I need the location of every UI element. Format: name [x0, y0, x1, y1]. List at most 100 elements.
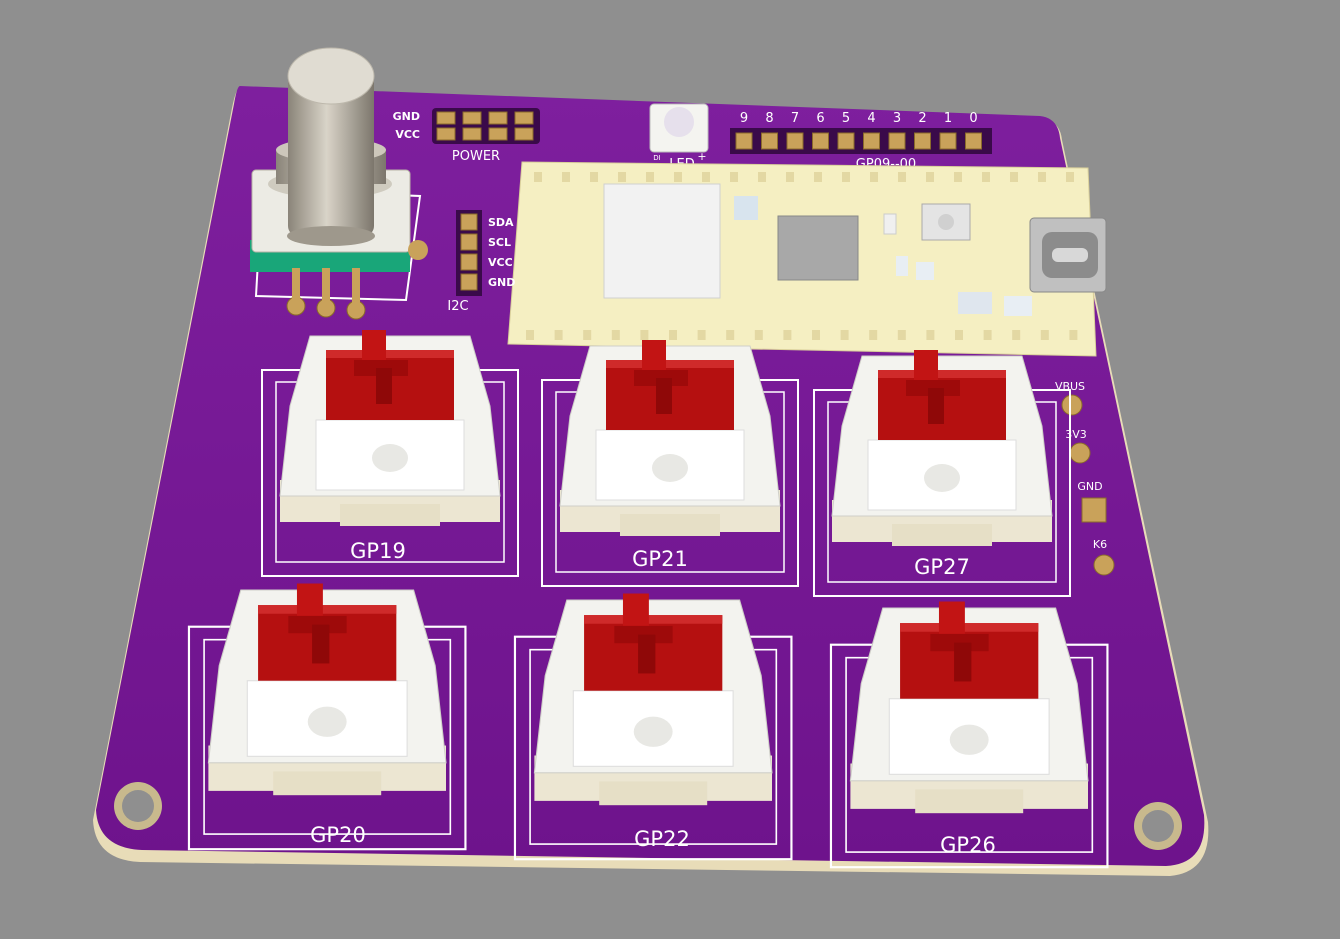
power-header-pin — [488, 127, 508, 141]
mcu-pad — [1066, 172, 1074, 182]
side-pin-label: K6 — [1093, 538, 1107, 551]
i2c-pin-label: SCL — [488, 236, 511, 249]
gpio-pin-number: 4 — [867, 111, 875, 126]
side-pin-pad — [1061, 394, 1083, 416]
gpio-header-pin — [965, 132, 982, 150]
power-header-pin — [462, 127, 482, 141]
i2c-pin-label: VCC — [488, 256, 513, 269]
gpio-header-pin — [786, 132, 804, 150]
gpio-header-pin — [735, 132, 753, 150]
key-switch — [541, 340, 799, 587]
gpio-pin-number: 6 — [816, 111, 824, 126]
key-switch — [187, 583, 467, 851]
mcu-pad — [669, 330, 677, 340]
power-gnd-label: GND — [393, 110, 420, 123]
gpio-header-pin — [914, 132, 931, 150]
power-label: POWER — [452, 149, 500, 164]
mcu-pad — [1038, 172, 1046, 182]
i2c-pin-label: GND — [488, 276, 515, 289]
rotary-encoder — [250, 47, 428, 320]
gpio-header-pin — [812, 132, 829, 150]
gpio-pin-number: 2 — [918, 111, 926, 126]
side-pin-pad — [1081, 497, 1107, 523]
mcu-pad — [702, 172, 710, 182]
mcu-pad — [926, 330, 935, 340]
led-component: LED DI + — [649, 103, 709, 172]
microcontroller-board — [507, 161, 1107, 357]
mcu-pad — [534, 172, 542, 182]
gpio-pin-number: 5 — [842, 111, 850, 126]
mcu-pad — [526, 330, 534, 340]
power-header-pin — [488, 111, 508, 125]
side-pin-pad — [1069, 442, 1091, 464]
mcu-pad — [1069, 330, 1078, 340]
mcu-pad — [812, 330, 820, 340]
i2c-header-pin — [460, 273, 478, 291]
gpio-pin-number: 0 — [969, 111, 977, 126]
power-header-pin — [436, 127, 456, 141]
gpio-header-pin — [939, 132, 957, 150]
i2c-label: I2C — [447, 299, 468, 314]
power-header-pin — [436, 111, 456, 125]
mcu-pad — [982, 172, 990, 182]
mcu-shield-can — [603, 183, 721, 299]
mcu-pad — [1010, 172, 1018, 182]
side-pin-pad — [1093, 554, 1115, 576]
key-label: GP26 — [940, 833, 996, 857]
gpio-pin-number: 1 — [944, 111, 952, 126]
mcu-pad — [786, 172, 794, 182]
mcu-pad — [611, 330, 620, 340]
power-vcc-label: VCC — [395, 128, 420, 141]
led-pin-plus-label: + — [697, 150, 706, 163]
mcu-pad — [590, 172, 598, 182]
key-label: GP22 — [634, 827, 690, 851]
gpio-pin-number: 7 — [791, 111, 799, 126]
gpio-pin-number: 9 — [740, 111, 748, 126]
key-label: GP27 — [914, 555, 970, 579]
power-header-pin — [462, 111, 482, 125]
mcu-pad — [726, 330, 735, 340]
gpio-header-pin — [863, 132, 880, 150]
mcu-pad — [954, 172, 962, 182]
power-header-pin — [514, 127, 534, 141]
i2c-header-pin — [460, 213, 478, 231]
mounting-hole-right — [1134, 802, 1182, 850]
i2c-header-pin — [460, 253, 478, 271]
mcu-pad — [898, 172, 906, 182]
mcu-pad — [955, 330, 963, 340]
gpio-pin-number: 3 — [893, 111, 901, 126]
led-pin-minus-label: DI — [653, 154, 660, 162]
key-switch — [261, 330, 519, 577]
mcu-pad — [697, 330, 706, 340]
key-label: GP20 — [310, 823, 366, 847]
key-switch — [829, 601, 1109, 869]
i2c-header-pin — [460, 233, 478, 251]
usb-port-icon — [1029, 217, 1107, 293]
mcu-pad — [869, 330, 878, 340]
key-switch — [513, 593, 793, 861]
encoder-shaft — [288, 70, 374, 236]
encoder-pins — [286, 268, 366, 320]
mcu-pad — [1040, 330, 1049, 340]
mcu-pad — [646, 172, 654, 182]
mcu-pad — [583, 330, 592, 340]
mcu-pad — [754, 330, 763, 340]
mcu-pad — [842, 172, 850, 182]
power-header-pin — [514, 111, 534, 125]
mcu-pad — [840, 330, 849, 340]
mcu-pad — [814, 172, 822, 182]
gpio-pin-number: 8 — [765, 111, 773, 126]
key-label: GP19 — [350, 539, 406, 563]
mcu-pad — [674, 172, 682, 182]
side-pin-label: 3V3 — [1065, 428, 1087, 441]
mcu-pad — [618, 172, 626, 182]
mcu-pad — [554, 330, 563, 340]
mcu-pad — [562, 172, 570, 182]
mcu-pad — [730, 172, 738, 182]
side-pin-label: GND — [1077, 480, 1102, 493]
mcu-chip — [777, 215, 859, 281]
